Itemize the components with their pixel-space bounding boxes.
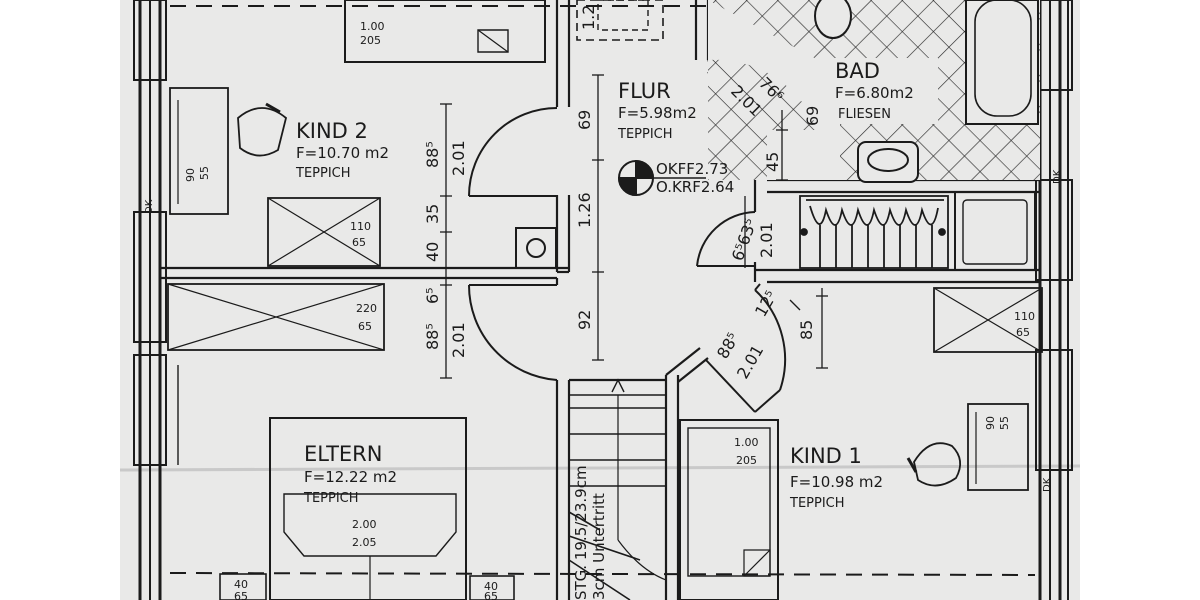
wardrobe-kind2-top: 110 [350, 220, 371, 233]
dim-69-bad: 69 [803, 106, 822, 126]
dim-40: 40 [423, 242, 442, 262]
room-flur-area: F=5.98m2 [618, 104, 697, 122]
wardrobe-hall-bottom: 65 [358, 320, 372, 333]
chair-kind2 [237, 102, 288, 157]
bed-eltern [269, 417, 467, 600]
room-kind1-floor: TEPPICH [789, 496, 845, 511]
desk-kind2-bottom: 55 [198, 166, 211, 180]
furniture-labels: 1.00 205 90 55 110 65 220 65 2.00 2.05 1… [184, 20, 1035, 600]
desk-kind1 [967, 403, 1029, 491]
bath-tile-mask [708, 0, 840, 180]
wardrobe-kind1 [933, 287, 1043, 353]
radiator-unit [799, 195, 949, 269]
desk-kind1-bottom: 55 [998, 416, 1011, 430]
bed-eltern-top: 2.00 [352, 518, 377, 531]
room-kind1: KIND 1 F=10.98 m2 TEPPICH [789, 444, 883, 511]
bed-kind2-bottom: 205 [360, 34, 381, 47]
level-marker-icon [617, 159, 706, 197]
room-eltern-area: F=12.22 m2 [304, 468, 397, 486]
wardrobe-hall-top: 220 [356, 302, 377, 315]
chair-kind1 [906, 442, 962, 487]
room-bad-name: BAD [835, 59, 880, 83]
dim-69: 69 [575, 110, 594, 130]
room-flur: FLUR F=5.98m2 TEPPICH [617, 79, 697, 142]
paper-fold [119, 464, 1081, 472]
cabinet-left-top: 40 [234, 578, 248, 591]
stairs-sublabel: 3cm Untertritt [590, 493, 608, 600]
bathtub [965, 0, 1039, 125]
dashed-bottom-line [169, 572, 1036, 576]
shower-tray [954, 191, 1036, 271]
cabinet-left-bottom: 65 [234, 590, 248, 600]
desk-kind2-top: 90 [184, 168, 197, 182]
shaft-box [515, 227, 557, 269]
room-eltern-floor: TEPPICH [303, 491, 359, 506]
level-okff: OKFF2.73 [656, 160, 728, 178]
room-bad-area: F=6.80m2 [835, 84, 914, 102]
room-kind1-name: KIND 1 [790, 444, 862, 468]
room-eltern-name: ELTERN [304, 442, 382, 466]
wardrobe-kind1-top: 110 [1014, 310, 1035, 323]
dimension-texts: 69 1.26 92 88⁵ 2.01 35 40 6⁵ 88⁵ 2.01 45… [423, 5, 822, 382]
cabinet-left [219, 573, 267, 600]
dim-201-left: 2.01 [449, 140, 468, 176]
bed-kind2-top: 1.00 [360, 20, 385, 33]
bed-kind2 [344, 0, 546, 63]
window-mark-right-bottom: DK [1042, 477, 1053, 492]
dim-65: 6⁵ [423, 287, 442, 304]
room-flur-floor: TEPPICH [617, 127, 673, 142]
dim-88-left: 88⁵ [423, 141, 442, 168]
dim-201-low: 2.01 [449, 322, 468, 358]
toilet [814, 0, 852, 39]
wardrobe-kind1-bottom: 65 [1016, 326, 1030, 339]
dim-12-top: 1.2 [579, 5, 598, 30]
room-bad-floor: FLIESEN [838, 107, 891, 122]
dim-92: 92 [575, 310, 594, 330]
room-kind2-area: F=10.70 m2 [296, 144, 389, 162]
bed-eltern-bottom: 2.05 [352, 536, 377, 549]
window-mark-right-top: DK [1052, 169, 1063, 184]
top-shaft [576, 0, 664, 41]
bath-label-clearing [830, 58, 938, 124]
desk-kind1-top: 90 [984, 416, 997, 430]
room-kind2-floor: TEPPICH [295, 166, 351, 181]
dim-85: 85 [797, 320, 816, 340]
staircase [568, 378, 667, 600]
room-flur-name: FLUR [618, 79, 671, 103]
room-kind2-name: KIND 2 [296, 119, 368, 143]
level-okrf: O.KRF2.64 [656, 178, 734, 196]
dim-35: 35 [423, 204, 442, 224]
dimension-lines [440, 74, 828, 379]
dim-1-26: 1.26 [575, 192, 594, 228]
bed-kind1-top: 1.00 [734, 436, 759, 449]
desk-kind2 [169, 87, 229, 215]
room-kind1-area: F=10.98 m2 [790, 473, 883, 491]
window-mark-left: DK [144, 199, 155, 214]
dim-201-mid: 2.01 [757, 222, 776, 258]
dim-45: 45 [763, 152, 782, 172]
room-bad: BAD F=6.80m2 FLIESEN [835, 59, 914, 122]
cabinet-right-bottom: 65 [484, 590, 498, 600]
wardrobe-kind2-bottom: 65 [352, 236, 366, 249]
room-kind2: KIND 2 F=10.70 m2 TEPPICH [295, 119, 389, 181]
bed-kind1-bottom: 205 [736, 454, 757, 467]
room-eltern: ELTERN F=12.22 m2 TEPPICH [303, 442, 397, 506]
cabinet-right-top: 40 [484, 580, 498, 593]
wardrobe-kind2 [267, 197, 381, 267]
cabinet-right [469, 575, 515, 600]
dim-88-low: 88⁵ [423, 323, 442, 350]
bed-kind1 [679, 419, 779, 600]
wardrobe-hall [167, 283, 385, 351]
stairs-label: STG. 19.5/23.9cm [572, 465, 590, 600]
